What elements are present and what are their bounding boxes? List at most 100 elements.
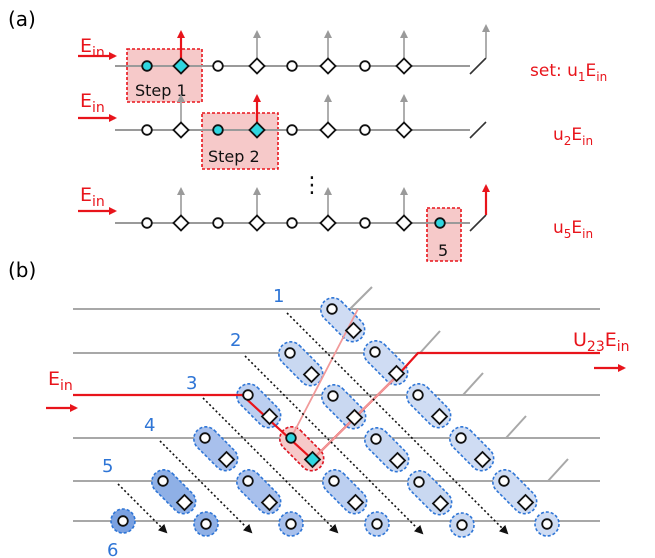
row-1-circle-element [286, 60, 298, 72]
diagonal-3-diamond-node [303, 450, 322, 469]
row-3-diamond-element [172, 214, 190, 232]
dotted-arrow-3 [202, 397, 339, 534]
step-2-label: Step 2 [208, 147, 260, 166]
diagonal-label-1: 1 [273, 286, 284, 307]
row-2-circle-element [141, 124, 153, 136]
row-1-diamond-element [172, 57, 190, 75]
row-3-diamond-element [395, 214, 413, 232]
panel-b-input-label: Ein [48, 368, 73, 394]
row-1-diamond-element [319, 57, 337, 75]
row-2-diamond-element [248, 121, 266, 139]
diagonal-1-circle-node [412, 389, 424, 401]
panel-a-label: (a) [8, 7, 36, 31]
diagonal-1-circle-node [455, 432, 467, 444]
diagonal-2-circle-node [413, 476, 425, 488]
diagonal-3-blob [322, 469, 368, 515]
waveguide-step-4 [505, 415, 527, 439]
step-5-box [426, 207, 462, 262]
step-5-label: 5 [438, 241, 448, 260]
panel-b-nodes [117, 303, 553, 531]
row-3-input-label: Ein [80, 184, 105, 210]
diagonal-2-diamond-node [302, 365, 321, 384]
row-2-end-tick [469, 121, 487, 139]
diagonal-2-diamond-node [431, 494, 450, 513]
row-3-circle-element [141, 217, 153, 229]
diagonal-2-diamond-node [345, 408, 364, 427]
diagonal-4-circle-node [285, 518, 297, 530]
row-2-diamond-element [319, 121, 337, 139]
panel-b-label: (b) [8, 258, 36, 282]
row-2-circle-element [359, 124, 371, 136]
waveguide-step-2 [419, 330, 441, 354]
row-1-circle-element [212, 60, 224, 72]
dotted-arrow-1 [286, 312, 509, 535]
row-2-circle-element [286, 124, 298, 136]
diagonal-1-blob [492, 469, 538, 515]
diagonal-1-diamond-node [430, 407, 449, 426]
panel-a-elements [141, 30, 446, 232]
diagonal-4-blob [193, 426, 239, 472]
diagonal-1-diamond-node [473, 450, 492, 469]
diagonal-1-circle-node [326, 303, 338, 315]
diagonal-3-circle-node [371, 518, 383, 530]
row-1-diamond-element [248, 57, 266, 75]
row-1-diamond-element [395, 57, 413, 75]
row-3-diamond-element [248, 214, 266, 232]
row-2-coef-label: u2Ein [553, 125, 593, 148]
diagonal-2-circle-node [370, 433, 382, 445]
diagonal-3-circle-node [328, 475, 340, 487]
row-1-circle-element [359, 60, 371, 72]
diagonal-4-blob [236, 469, 282, 515]
diagonal-1-diamond-node [387, 364, 406, 383]
diagonal-2-circle-node [284, 347, 296, 359]
row-1: Ein Step 1 set: u1Ein [78, 24, 607, 103]
diagonal-3-blob [236, 383, 282, 429]
panel-b-output-label: U23Ein [573, 329, 630, 355]
row-1-end-tick [469, 57, 487, 75]
diagonal-5-circle-node [157, 475, 169, 487]
diagonal-label-3: 3 [186, 373, 197, 394]
diagonal-2-circle-node [327, 390, 339, 402]
diagonal-1-diamond-node [344, 321, 363, 340]
diagonal-6-circle-node [117, 515, 129, 527]
vertical-ellipsis: ⋮ [301, 173, 323, 198]
row-3-circle-element [212, 217, 224, 229]
panel-b-dotted-arrows [117, 312, 509, 535]
diagonal-3-circle-node [242, 389, 254, 401]
diagonal-label-5: 5 [102, 456, 113, 477]
row-2: Ein Step 2 u2Ein [78, 90, 593, 170]
diagonal-2-blob [407, 470, 453, 516]
diagonal-1-blob [363, 340, 409, 386]
row-3-diamond-element [319, 214, 337, 232]
diagonal-3-circle-node [285, 432, 297, 444]
diagonal-3-diamond-node [260, 407, 279, 426]
diagonal-2-diamond-node [388, 451, 407, 470]
diagonal-label-2: 2 [230, 330, 241, 351]
dotted-arrow-2 [244, 355, 424, 535]
step-2-box [201, 112, 279, 170]
diagonal-4-circle-node [242, 475, 254, 487]
step-1-label: Step 1 [135, 81, 187, 100]
row-3-final-circle-element [434, 217, 446, 229]
diagonal-3-diamond-node [346, 493, 365, 512]
diagonal-4-diamond-node [217, 450, 236, 469]
diagonal-4-circle-node [199, 432, 211, 444]
diagonal-1-blob [449, 426, 495, 472]
row-3-end-tick [469, 214, 487, 232]
row-2-diamond-element [395, 121, 413, 139]
diagonal-1-diamond-node [516, 493, 535, 512]
diagonal-5-diamond-node [175, 493, 194, 512]
diagonal-1-circle-node [369, 346, 381, 358]
step-1-box [126, 48, 203, 103]
diagonal-5-circle-node [200, 518, 212, 530]
diagonal-2-circle-node [456, 519, 468, 531]
diagonal-label-4: 4 [144, 415, 155, 436]
row-1-set-label: set: u1Ein [530, 61, 607, 84]
diagonal-1-circle-node [498, 475, 510, 487]
row-2-diamond-element [172, 121, 190, 139]
waveguide-step-3 [462, 372, 484, 396]
row-3-coef-label: u5Ein [553, 218, 593, 241]
row-3-circle-element [286, 217, 298, 229]
